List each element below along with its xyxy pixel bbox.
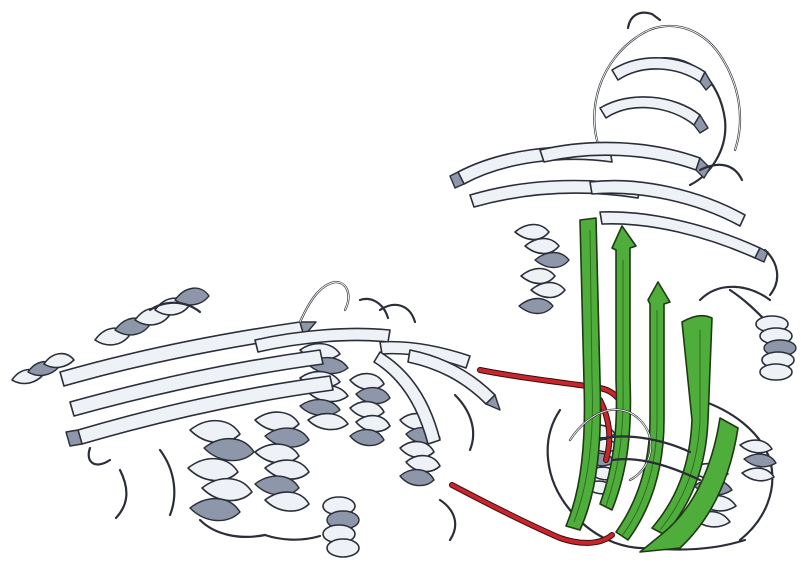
right-domain-upper-sheet — [450, 142, 777, 295]
right-domain-helix-stack — [515, 225, 569, 314]
right-edge-helix — [730, 290, 796, 380]
green-beta-sheet — [566, 218, 738, 552]
